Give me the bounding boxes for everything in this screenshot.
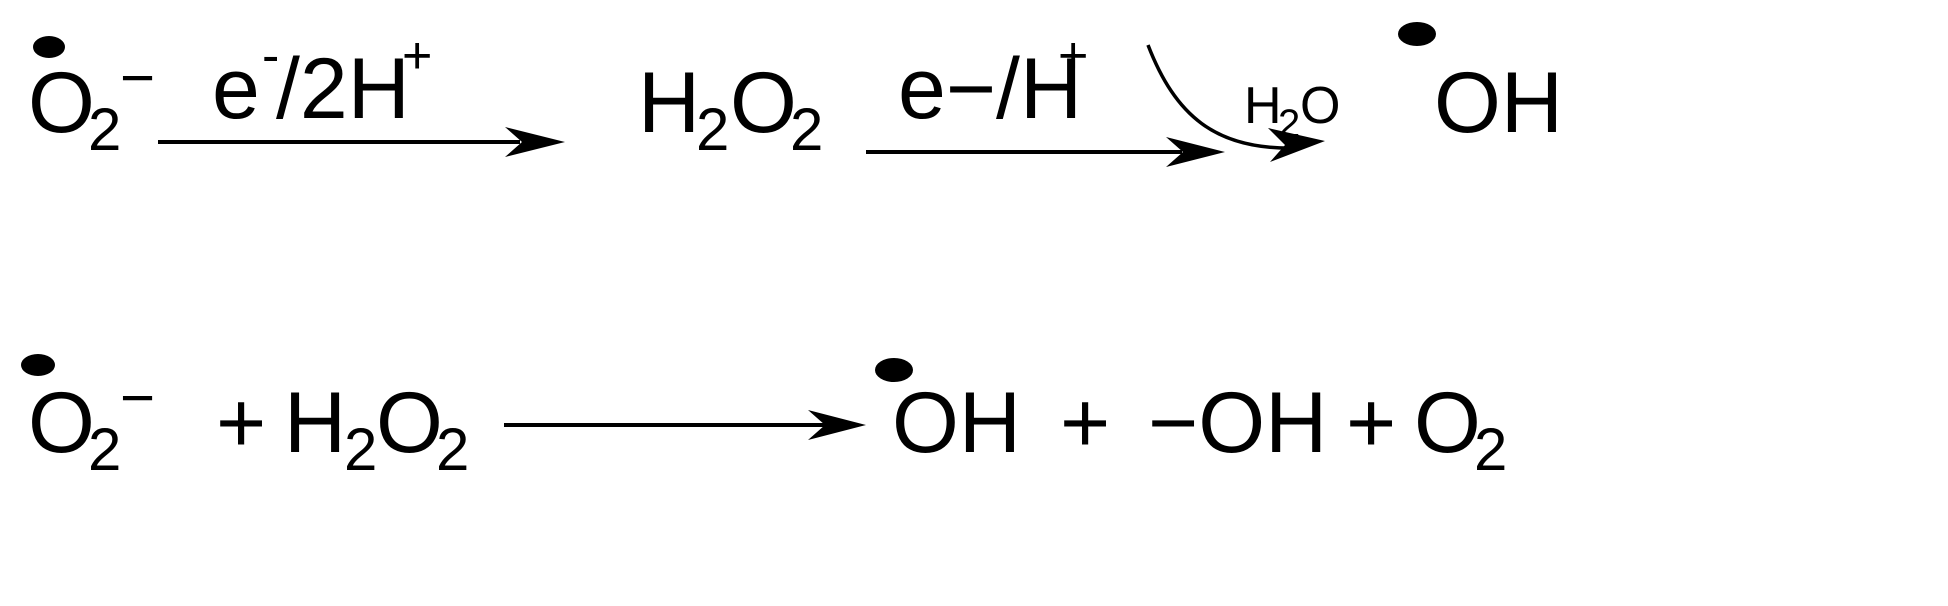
oxygen-subscript: 2: [1474, 416, 1508, 483]
plus-sign: +: [1346, 375, 1397, 471]
water-h: H: [1244, 77, 1282, 135]
peroxide-o-sub: 2: [790, 96, 824, 163]
peroxide-h-sub: 2: [344, 416, 378, 483]
arrow-step2: [866, 137, 1225, 167]
radical-dot: [1398, 22, 1436, 46]
radical-dot: [875, 358, 913, 382]
plus-sign: +: [216, 375, 267, 471]
step1-protons: /2H: [276, 41, 410, 137]
oxygen-symbol: O: [1414, 375, 1481, 471]
peroxide-h-sub: 2: [696, 96, 730, 163]
superoxide-charge: −: [120, 364, 156, 431]
step1-electron: e: [212, 41, 260, 137]
radical-dot: [21, 354, 55, 376]
peroxide-h: H: [284, 375, 347, 471]
arrow-reaction2: [504, 410, 866, 440]
superoxide-subscript: 2: [88, 96, 122, 163]
hydroxide-ion: −OH: [1148, 375, 1328, 471]
peroxide-o-sub: 2: [436, 416, 470, 483]
peroxide-h: H: [638, 55, 701, 151]
superoxide-charge: −: [120, 44, 156, 111]
radical-dot: [33, 36, 65, 58]
curved-arrow-water: [1146, 44, 1325, 162]
superoxide-symbol: O: [28, 375, 95, 471]
superoxide-symbol: O: [28, 55, 95, 151]
step1-proton-sup: +: [402, 27, 433, 85]
hydroxyl-radical: OH: [892, 375, 1021, 471]
step2-proton-sup: +: [1058, 27, 1089, 85]
step1-electron-sup: -: [262, 27, 280, 85]
hydroxyl-radical: OH: [1434, 55, 1563, 151]
peroxide-o: O: [376, 375, 443, 471]
water-o: O: [1300, 77, 1341, 135]
superoxide-subscript: 2: [88, 416, 122, 483]
step2-label: e−/H: [898, 41, 1083, 137]
plus-sign: +: [1060, 375, 1111, 471]
peroxide-o: O: [730, 55, 797, 151]
arrow-step1: [158, 127, 565, 157]
